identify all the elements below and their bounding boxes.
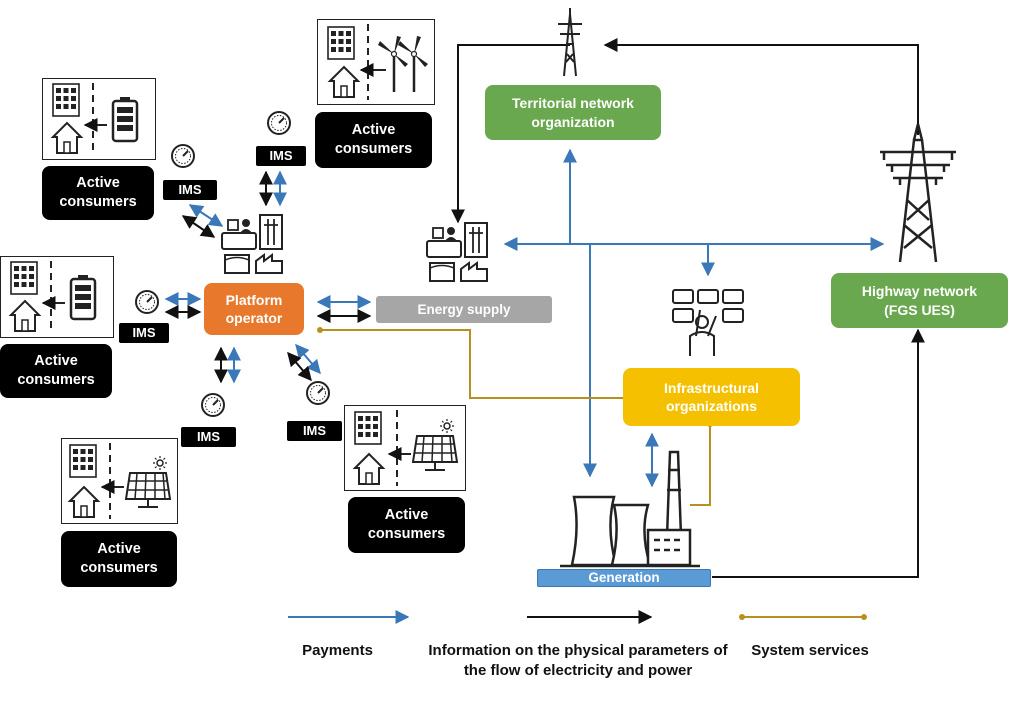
generation: Generation bbox=[537, 569, 711, 587]
active-consumers-label: Active consumers bbox=[61, 531, 177, 587]
ims-label: IMS bbox=[163, 180, 217, 200]
meter-gauge-icon bbox=[267, 111, 291, 135]
platform-operator-icon bbox=[221, 214, 283, 274]
info-line-highway-to-tower bbox=[603, 38, 919, 135]
infrastructure-panel-icon bbox=[672, 289, 744, 356]
meter-gauge-icon bbox=[135, 290, 159, 314]
legend-information-label: Information on the physical parameters o… bbox=[428, 642, 728, 680]
info-line-generation-to-highway bbox=[712, 328, 925, 578]
consumer-scene-battery bbox=[42, 78, 156, 160]
energy-supply-icon bbox=[426, 222, 488, 282]
ims-label: IMS bbox=[256, 146, 306, 166]
ims-label: IMS bbox=[181, 427, 236, 447]
info-line-tower-to-supply bbox=[451, 44, 570, 224]
ims-label: IMS bbox=[287, 421, 342, 441]
meter-gauge-icon bbox=[171, 144, 195, 168]
consumer-scene-battery-2 bbox=[0, 256, 114, 338]
legend-system-services-label: System services bbox=[751, 642, 869, 659]
consumer-scene-wind bbox=[317, 19, 435, 105]
active-consumers-label: Active consumers bbox=[348, 497, 465, 553]
meter-gauge-icon bbox=[306, 381, 330, 405]
consumer-scene-solar-2 bbox=[344, 405, 466, 491]
meter-gauge-icon bbox=[201, 393, 225, 417]
legend-system-services-swatch bbox=[739, 614, 867, 620]
active-consumers-label: Active consumers bbox=[0, 344, 112, 398]
system-services-line-generation bbox=[690, 424, 711, 506]
territorial-network-organization: Territorial network organization bbox=[485, 85, 661, 140]
legend-payments-swatch bbox=[288, 610, 410, 624]
system-services-line-platform bbox=[320, 329, 623, 399]
active-consumers-label: Active consumers bbox=[42, 166, 154, 220]
active-consumers-label: Active consumers bbox=[315, 112, 432, 168]
power-plant-icon bbox=[560, 450, 700, 568]
legend-payments-label: Payments bbox=[302, 642, 373, 659]
ims-label: IMS bbox=[119, 323, 169, 343]
platform-operator: Platform operator bbox=[204, 283, 304, 335]
highway-tower-icon bbox=[880, 123, 956, 263]
transmission-tower-icon bbox=[558, 8, 582, 77]
infrastructural-organizations: Infrastructural organizations bbox=[623, 368, 800, 426]
legend-information-swatch bbox=[527, 610, 653, 624]
highway-network: Highway network (FGS UES) bbox=[831, 273, 1008, 328]
consumer-scene-solar bbox=[61, 438, 178, 524]
energy-supply: Energy supply bbox=[376, 296, 552, 323]
